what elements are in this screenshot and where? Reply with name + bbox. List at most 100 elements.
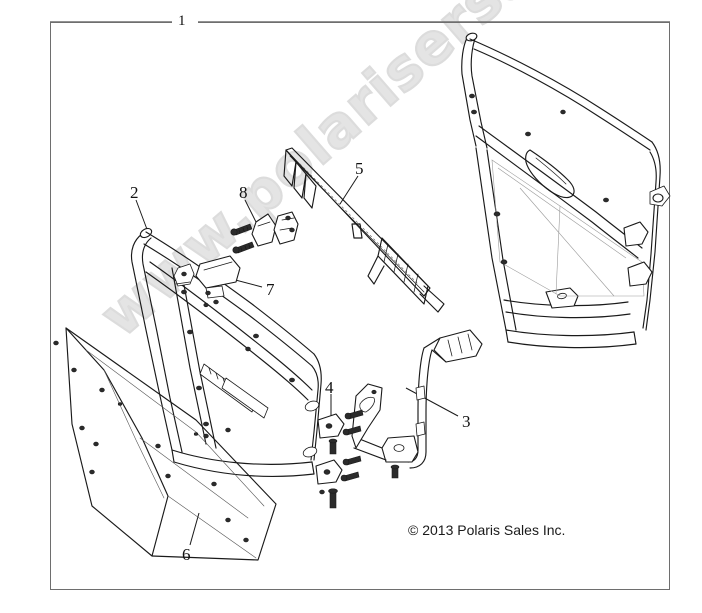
part-5-upper-seal-trim-strip [283, 147, 445, 313]
door-rail-fastener-1 [603, 197, 609, 203]
part-7-latch-striker-bracket [173, 255, 241, 308]
door-sill-cap-left [505, 329, 509, 343]
window-panel-outline-right [65, 327, 277, 561]
door-upper-pillar-inner [470, 35, 488, 149]
left-frame-top-rail-upper [145, 231, 315, 355]
window-panel-fastener-5 [93, 441, 99, 447]
left-frame-fastener-4 [203, 421, 209, 427]
left-frame-fastener-5 [203, 433, 209, 439]
callout-1-border-gap [172, 14, 198, 32]
hinge-bushing-upper [304, 400, 320, 412]
latch-handle-neck [423, 337, 441, 349]
window-panel-fastener-8 [165, 473, 171, 479]
latch-bolt [391, 467, 399, 479]
hinge-plate-upper-hole [325, 423, 333, 429]
callout-label-3: 3 [462, 412, 471, 431]
door-hinge-pin-lower [500, 259, 508, 265]
left-frame-weatherstrip-detail [199, 363, 269, 419]
striker-side-plate-hole [181, 271, 187, 277]
latch-rod-main-inner [409, 349, 433, 469]
door-front-pillar-left [475, 147, 507, 331]
callout-6-leader [189, 512, 200, 546]
latch-handle-grip [433, 329, 483, 363]
door-rail-fastener-2 [525, 131, 531, 137]
left-frame-fastener-8 [289, 377, 295, 383]
hinge-bracket-hole-1 [285, 215, 291, 221]
latch-rod-clip-upper [415, 385, 426, 401]
left-frame-bottom-rail-bottom [173, 461, 315, 477]
latch-bolt-head [390, 464, 400, 470]
window-panel-inner-edge-2 [103, 369, 165, 499]
striker-bolt-3 [203, 302, 209, 308]
window-panel-fastener-6 [89, 469, 95, 475]
striker-bolt-2 [213, 299, 219, 305]
callout-label-2: 2 [130, 183, 139, 202]
door-pillar-fastener-1 [469, 93, 475, 99]
door-pillar-top-cap [465, 32, 478, 42]
left-frame-fastener-2 [187, 329, 193, 335]
window-panel-fastener-9 [211, 481, 217, 487]
left-frame-fastener-1 [181, 289, 187, 295]
door-rear-pillar-inner [642, 151, 657, 329]
callout-label-1: 1 [178, 13, 186, 29]
hinge-bolt-lower-2 [340, 471, 360, 482]
door-top-rail-lower [473, 48, 651, 151]
door-rear-pillar-outer [645, 141, 661, 331]
window-panel-fastener-7 [155, 443, 161, 449]
window-panel-fastener-1 [53, 340, 59, 346]
hinge-bracket-leaf-crease [257, 221, 271, 227]
window-panel-outline [65, 327, 169, 557]
left-frame-top-rail-lower [143, 243, 313, 367]
door-upper-pillar-outer [461, 37, 477, 147]
hinge-bushing-lower [302, 446, 318, 458]
hinge-bracket-knuckle [273, 211, 299, 245]
left-frame-fastener-3 [196, 385, 202, 391]
striker-bolt-1 [205, 290, 211, 296]
callout-leader-lines [50, 21, 670, 546]
door-handle-recess-inner [535, 157, 567, 185]
window-panel-fastener-11 [243, 537, 249, 543]
window-panel-inner-edge-1 [85, 349, 265, 507]
window-panel-fastener-10 [225, 517, 231, 523]
seal-strip-ladder-rungs [383, 243, 419, 293]
part-1-complete-door-assembly [461, 32, 671, 349]
door-rear-latch-striker-lower [627, 261, 653, 287]
part-6-door-window-panel [53, 327, 277, 561]
left-frame-rear-pillar-outer [313, 353, 322, 461]
latch-handle-neck-lower [431, 349, 447, 363]
door-sill-cap-right [633, 331, 637, 345]
door-diagonal-brace-lower [475, 135, 639, 259]
door-lower-sill-top [505, 329, 635, 337]
latch-rod-clip-lower [415, 421, 426, 437]
left-frame-bottom-cap-left [171, 449, 175, 463]
copyright-notice: © 2013 Polaris Sales Inc. [408, 522, 566, 538]
door-rail-fastener-3 [560, 109, 566, 115]
hinge-washer [319, 489, 325, 495]
left-frame-front-pillar-inner [141, 237, 183, 453]
door-bottom-bar-top [505, 311, 631, 319]
part-4-hinge-hardware-kit [302, 400, 364, 509]
seal-strip-ladder-body [377, 237, 429, 305]
callout-8-leader [244, 199, 257, 223]
door-rear-upper-bushing [652, 193, 664, 203]
seal-strip-ladder-tail [419, 285, 445, 313]
left-frame-pillar-cap [139, 227, 153, 239]
latch-base-bracket-hole [393, 444, 405, 452]
left-frame-fastener-10 [225, 427, 231, 433]
callout-3-leader [405, 387, 459, 417]
left-frame-bottom-rail-top [171, 449, 313, 465]
part-3-latch-rod-handle-assembly [351, 329, 483, 479]
seal-strip-left-finger-2 [293, 161, 307, 199]
hinge-bracket-bolt-1 [230, 223, 253, 236]
part-2-left-door-frame [130, 227, 322, 477]
seal-strip-left-finger-3 [303, 173, 317, 209]
door-window-hairline-2 [519, 187, 615, 297]
window-panel-inner-edge-3 [139, 437, 249, 519]
window-panel-fastener-4 [79, 425, 85, 431]
left-frame-weatherstrip-body-2 [221, 377, 269, 419]
door-rear-latch-striker [623, 221, 649, 247]
left-frame-bottom-cap-right [311, 461, 315, 475]
door-hinge-pin-upper [493, 211, 501, 217]
seal-strip-ladder-foot [367, 255, 385, 285]
